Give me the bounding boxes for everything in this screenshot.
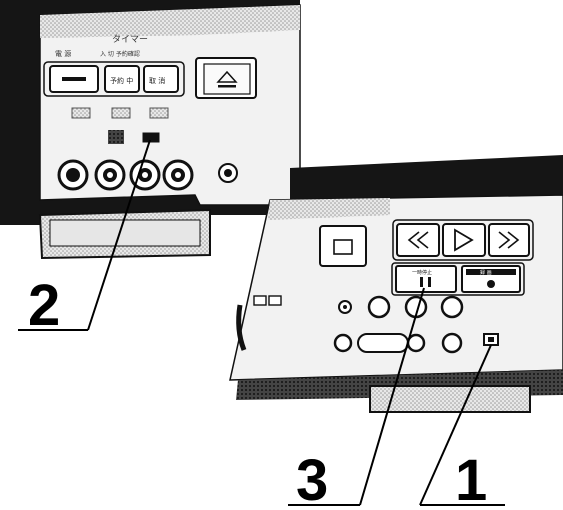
timer-cancel-button[interactable]: 取 消 [144,66,178,92]
rca-jack-icon [164,161,192,189]
record-icon [487,280,495,288]
round-button[interactable] [442,297,462,317]
timer-cancel-button-label: 取 消 [149,76,165,85]
headphone-jack [219,164,237,182]
left-panel: タイマー 入 切 予約確認 電 源 予約 中 取 消 [0,0,300,258]
callout-1-number: 1 [455,448,487,510]
indicator-row [72,108,168,118]
timer-rec-button-label: 予約 中 [110,76,133,85]
oval-button[interactable] [358,334,408,352]
rec-button[interactable]: 録 画 [462,266,520,292]
selector-button[interactable] [143,133,159,142]
timer-header-label: タイマー [112,34,148,45]
pause-button[interactable]: 一時停止 [396,266,456,292]
round-button[interactable] [335,335,351,351]
callout-3-number: 3 [296,448,328,510]
power-button[interactable] [50,66,98,92]
timer-sub-label: 入 切 予約確認 [100,50,140,58]
fast-forward-button[interactable] [489,224,529,256]
right-panel-top [290,155,563,200]
stop-button[interactable] [320,226,366,266]
round-button[interactable] [443,334,461,352]
power-label: 電 源 [55,49,71,58]
rca-jack-icon [96,161,124,189]
left-panel-tray [50,220,200,246]
input-selector-switch[interactable] [108,130,124,144]
rewind-button[interactable] [397,224,439,256]
timer-rec-button[interactable]: 予約 中 [105,66,139,92]
play-button[interactable] [443,224,485,256]
s-video-jack-icon [59,161,87,189]
eject-button[interactable] [196,58,256,98]
rec-button-label: 録 画 [480,269,492,276]
callout-2-number: 2 [28,273,60,338]
pause-button-label: 一時停止 [412,269,432,276]
round-button[interactable] [369,297,389,317]
